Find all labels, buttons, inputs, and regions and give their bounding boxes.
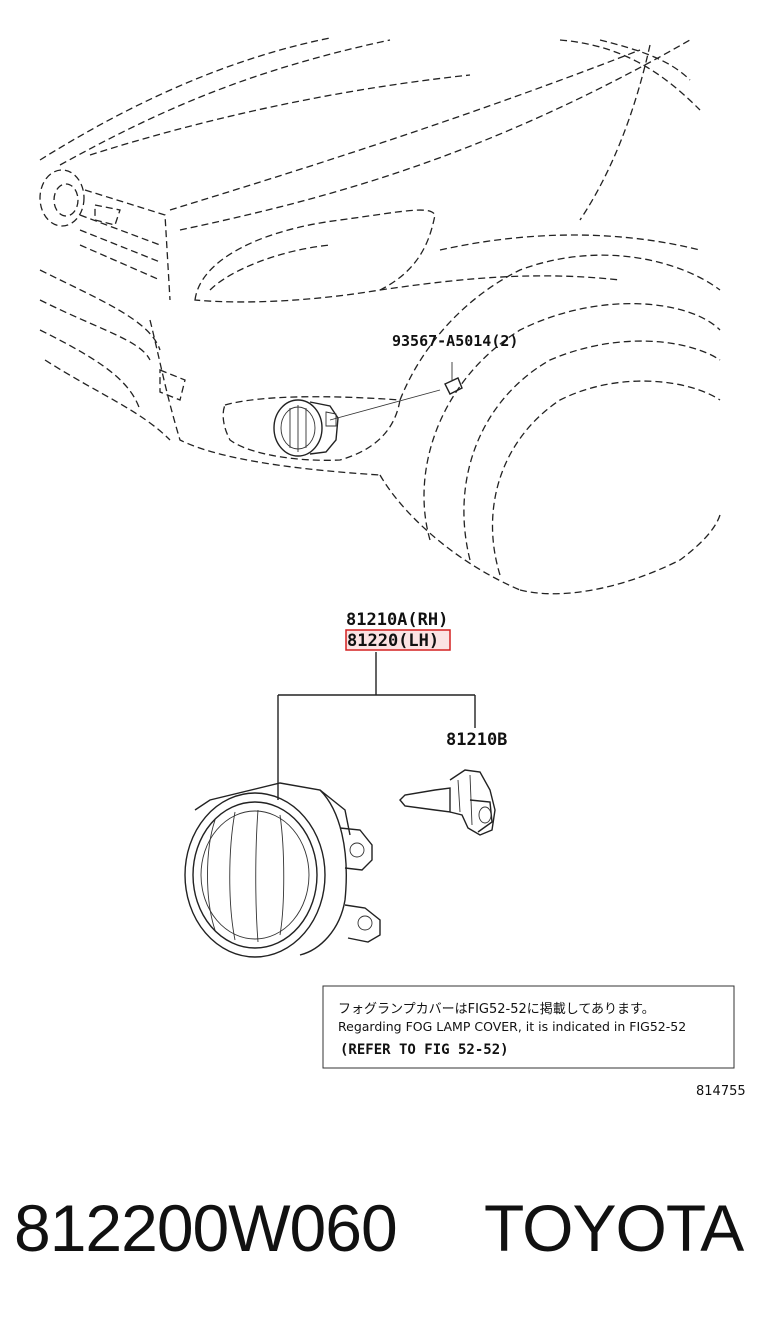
fog-lamp-installed-icon [273,399,339,457]
bolt-callout: 93567-A5014(2) [392,332,518,350]
fog-lamp-rh-callout: 81210A(RH) [346,610,448,630]
bulb-callout: 81210B [446,730,507,750]
caption-part-number: 812200W060 [14,1191,398,1265]
note-line-jp: フォグランプカバーはFIG52-52に掲載してあります。 [338,1001,655,1017]
fog-lamp-lh-highlight [345,629,451,651]
car-front-outline [39,37,721,595]
note-box [322,985,735,1069]
bolt-icon [329,362,463,421]
note-line-ref: (REFER TO FIG 52-52) [340,1042,509,1058]
bulb-icon [399,769,496,836]
figure-number: 814755 [696,1084,746,1099]
fog-lamp-assembly-icon [184,782,381,958]
part-caption: 812200W060 TOYOTA [0,1190,760,1280]
caption-brand: TOYOTA [484,1191,744,1265]
note-line-en: Regarding FOG LAMP COVER, it is indicate… [338,1019,686,1034]
fog-lamp-lh-callout[interactable]: 81220(LH) [347,631,439,651]
leader-lines [277,652,476,800]
